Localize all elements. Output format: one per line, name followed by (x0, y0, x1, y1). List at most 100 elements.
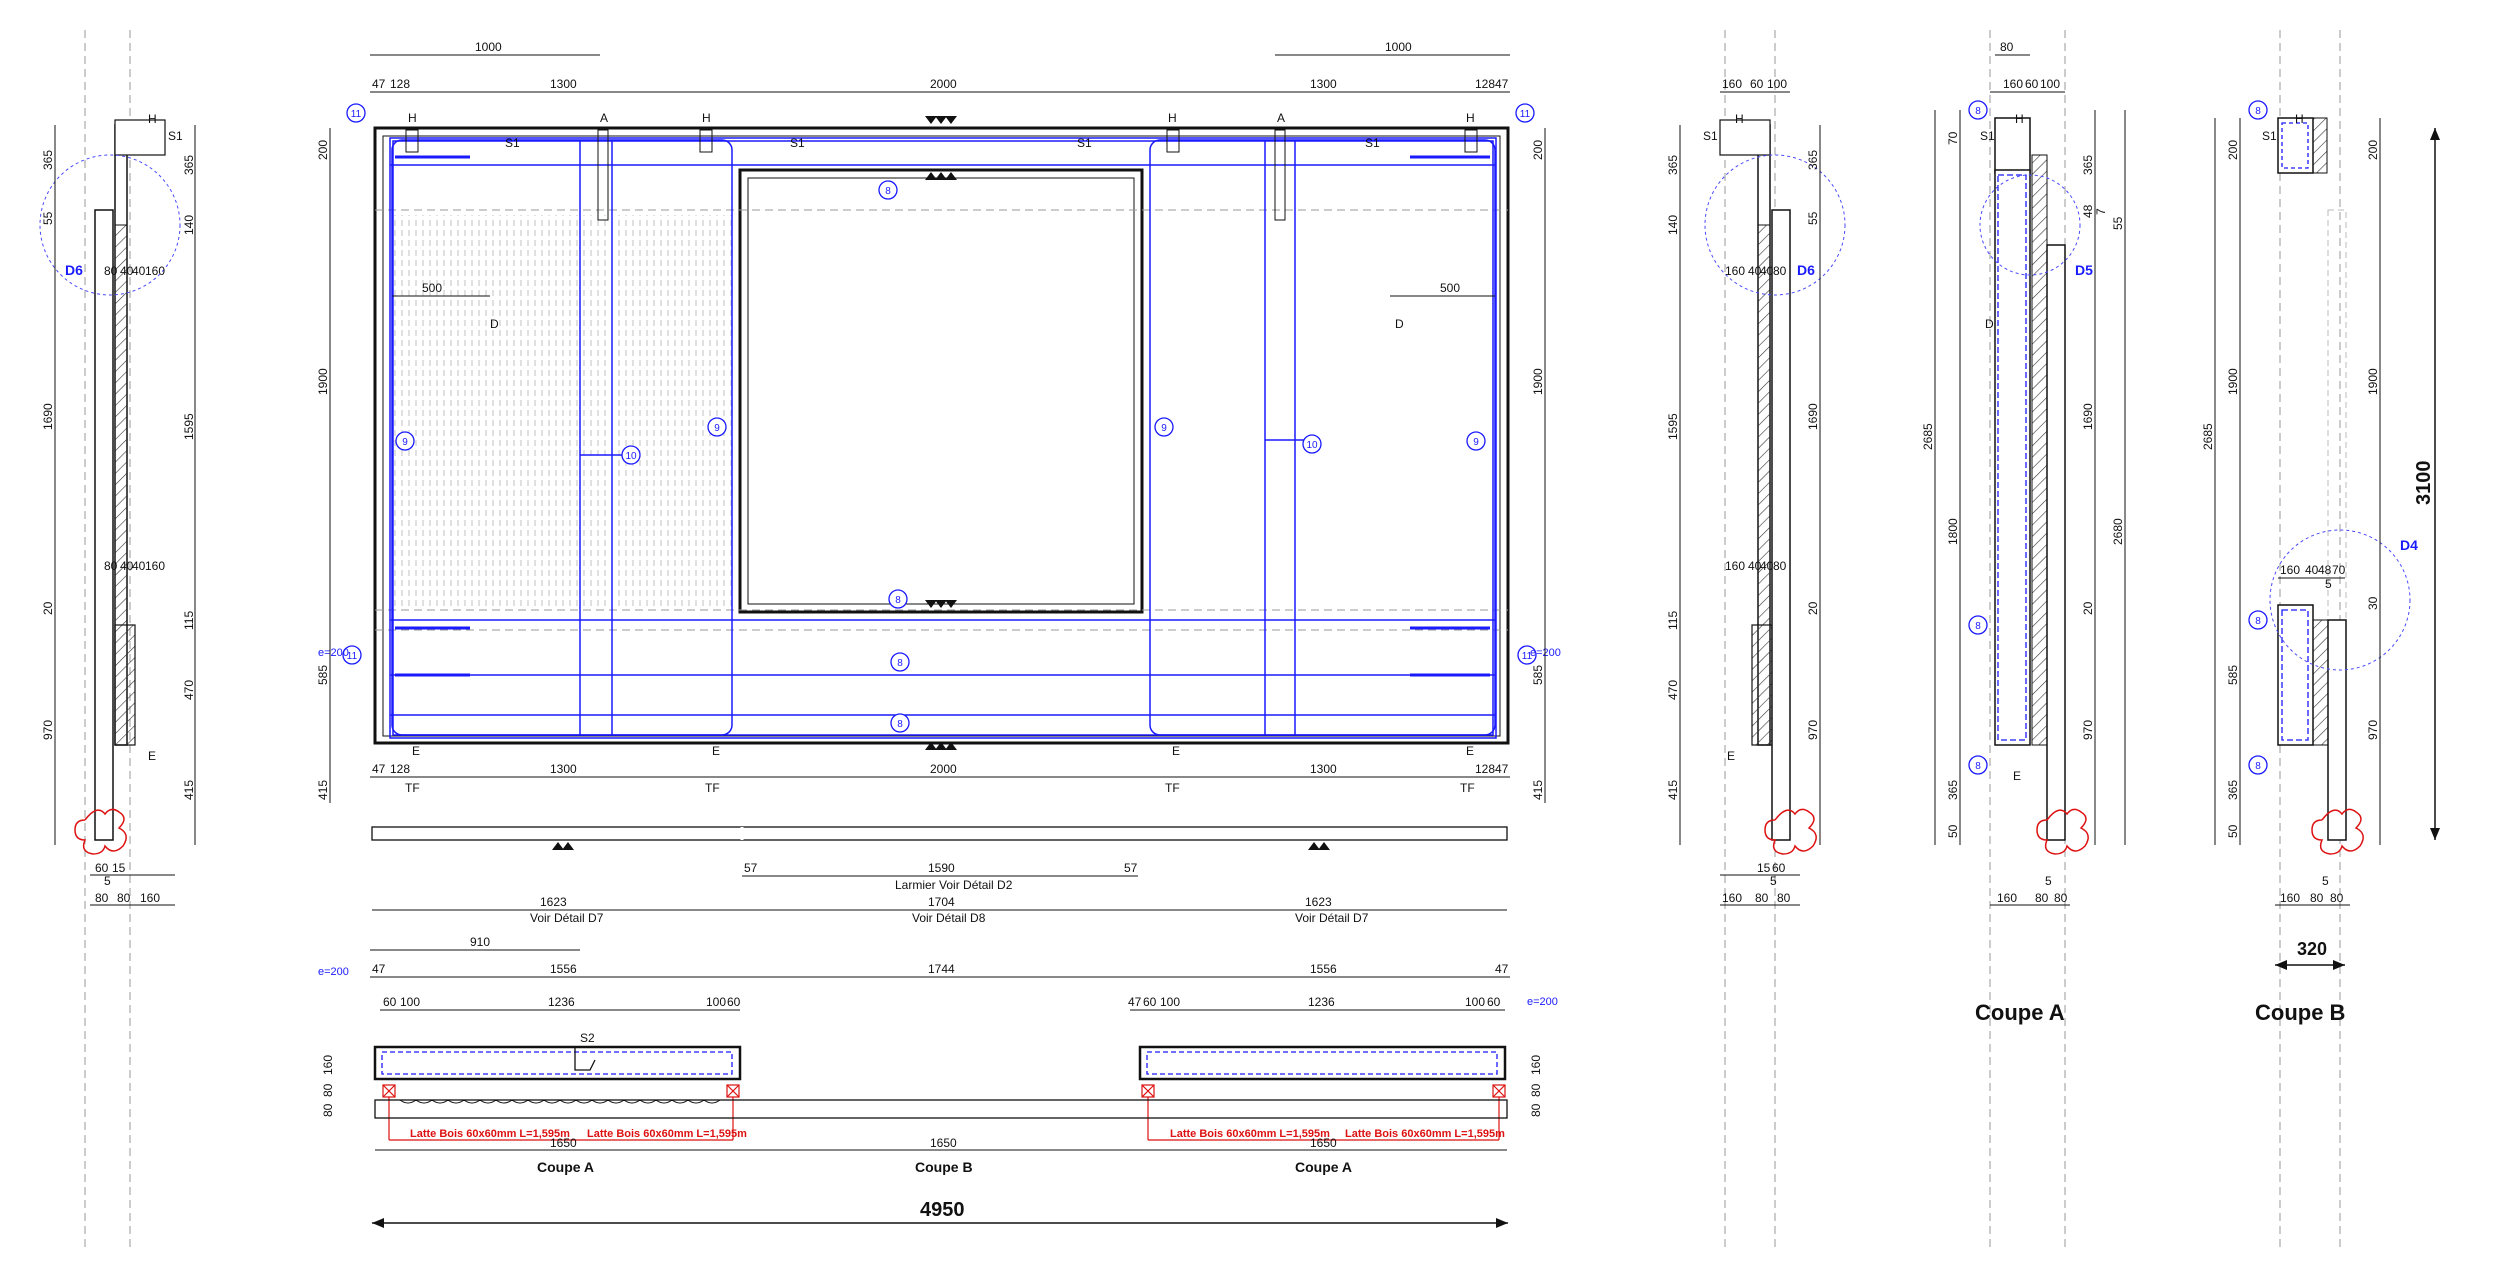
left-b5: 5 (104, 874, 111, 888)
coupe-a-b80a: 80 (2035, 891, 2049, 905)
left-r365: 365 (182, 155, 196, 175)
right-m80a: 80 (1773, 264, 1787, 278)
dim-500-left: 500 (422, 281, 442, 295)
coupe-a-bubble-8-top (1968, 100, 1988, 120)
plan-dim-1556b: 1556 (1310, 962, 1337, 976)
bubble-8-bottom (890, 713, 910, 733)
coupe-b-s1: S1 (2262, 129, 2277, 143)
plan-dim-47a: 47 (372, 962, 386, 976)
right-m160a: 160 (1725, 264, 1745, 278)
dim-1590: 1590 (928, 861, 955, 875)
dim-top-1000-right: 1000 (1385, 40, 1412, 54)
label-s1-2: S1 (790, 136, 805, 150)
coupe-b-r1900: 1900 (2366, 368, 2380, 395)
coupe-b-bubble-8-mid (2248, 610, 2268, 630)
left-v140: 140 (182, 215, 196, 235)
right-w100: 100 (1767, 77, 1787, 91)
note-latte-2: Latte Bois 60x60mm L=1,595m (587, 1128, 747, 1140)
left-b80a: 80 (95, 891, 109, 905)
plan-dim-1236a: 1236 (548, 995, 575, 1009)
label-d-1: D (490, 317, 499, 331)
plan-dim-100b: 100 (706, 995, 726, 1009)
coupe-b-t40: 40 (2305, 563, 2319, 577)
label-coupe-b-center: Coupe B (915, 1159, 973, 1175)
label-a-2: A (1277, 111, 1285, 125)
right-b80a: 80 (1755, 891, 1769, 905)
label-h-2: H (702, 111, 711, 125)
plan-dim-160-left: 160 (321, 1055, 335, 1075)
left-v20: 20 (41, 601, 55, 615)
coupe-b-d4: D4 (2400, 537, 2418, 553)
right-m160b: 160 (1725, 559, 1745, 573)
coupe-b-bubble-8-top-text: 8 (2255, 106, 2261, 117)
label-s1-1: S1 (505, 136, 520, 150)
title-coupe-b: Coupe B (2255, 1000, 2345, 1025)
plan-dim-80-left-a: 80 (321, 1083, 335, 1097)
coupe-b-width-320: 320 (2297, 939, 2327, 959)
plan-dim-1556a: 1556 (550, 962, 577, 976)
dim-top-47a: 47 (372, 77, 386, 91)
left-w80a: 80 (104, 264, 118, 278)
plan-dim-100a: 100 (400, 995, 420, 1009)
right-b15: 15 (1757, 861, 1771, 875)
coupe-a-v50: 50 (1946, 824, 1960, 838)
coupe-a-view: 8 8 8 80 160 60 100 H S1 D D5 E 70 1800 … (1921, 30, 2126, 1250)
coupe-b-bubble-8-mid-text: 8 (2255, 616, 2261, 627)
dim-top-1300a: 1300 (550, 77, 577, 91)
plan-dim-47c: 47 (1128, 995, 1142, 1009)
left-v365a: 365 (41, 150, 55, 170)
coupe-a-r48: 48 (2081, 204, 2095, 218)
coupe-a-bubble-8-bottom (1968, 755, 1988, 775)
right-v140: 140 (1666, 215, 1680, 235)
dim-top-1300b: 1300 (1310, 77, 1337, 91)
plan-s2: S2 (580, 1031, 595, 1045)
note-latte-3: Latte Bois 60x60mm L=1,595m (1170, 1128, 1330, 1140)
detail-circle-d5 (1979, 174, 2081, 276)
plan-dim-160-right: 160 (1529, 1055, 1543, 1075)
dim-top-128a: 128 (390, 77, 410, 91)
right-b160: 160 (1722, 891, 1742, 905)
plan-dim-1650b: 1650 (930, 1136, 957, 1150)
coupe-b-b5: 5 (2322, 874, 2329, 888)
right-b80b: 80 (1777, 891, 1791, 905)
label-e-2: E (712, 744, 720, 758)
left-v970: 970 (41, 720, 55, 740)
right-r365: 365 (1806, 150, 1820, 170)
plan-dim-60c: 60 (1143, 995, 1157, 1009)
right-v1595: 1595 (1666, 413, 1680, 440)
plan-dim-total-4950: 4950 (920, 1199, 965, 1221)
left-r115: 115 (182, 611, 196, 630)
bubble-8-top (878, 180, 898, 200)
coupe-a-w160: 160 (2003, 77, 2023, 91)
coupe-a-bubble-8-mid-text: 8 (1975, 621, 1981, 632)
plan-dim-60d: 60 (1487, 995, 1501, 1009)
coupe-b-v50: 50 (2226, 824, 2240, 838)
label-e-3: E (1172, 744, 1180, 758)
right-section-view: 160 60 100 H S1 D6 160 40 40 80 160 40 4… (1666, 30, 1846, 1250)
plan-dim-47b: 47 (1495, 962, 1509, 976)
plan-dim-1650c: 1650 (1310, 1136, 1337, 1150)
plan-e200-right: e=200 (1527, 996, 1558, 1008)
bubble-11-b-text: 11 (1520, 109, 1531, 120)
coupe-a-r7: 7 (2094, 208, 2108, 215)
bubble-8-window (888, 589, 908, 609)
note-voir-d7-left: Voir Détail D7 (530, 911, 604, 925)
dim-top-128b: 128 (1475, 77, 1495, 91)
plan-dim-100d: 100 (1465, 995, 1485, 1009)
bubble-10-a-text: 10 (625, 451, 637, 462)
coupe-a-r1690: 1690 (2081, 403, 2095, 430)
dim-1623a: 1623 (540, 895, 567, 909)
dim-left-415: 415 (316, 780, 330, 800)
right-m40d: 40 (1760, 559, 1774, 573)
bubble-9-b (707, 417, 727, 437)
dim-500-right: 500 (1440, 281, 1460, 295)
coupe-a-s1: S1 (1980, 129, 1995, 143)
plan-dim-80-right-b: 80 (1529, 1103, 1543, 1117)
left-b160: 160 (140, 891, 160, 905)
dim-right-200: 200 (1531, 140, 1545, 160)
note-voir-d7-right: Voir Détail D7 (1295, 911, 1369, 925)
coupe-a-b80b: 80 (2054, 891, 2068, 905)
right-r55: 55 (1806, 211, 1820, 225)
dim-bottom-128a: 128 (390, 762, 410, 776)
label-tf-4: TF (1460, 781, 1475, 795)
